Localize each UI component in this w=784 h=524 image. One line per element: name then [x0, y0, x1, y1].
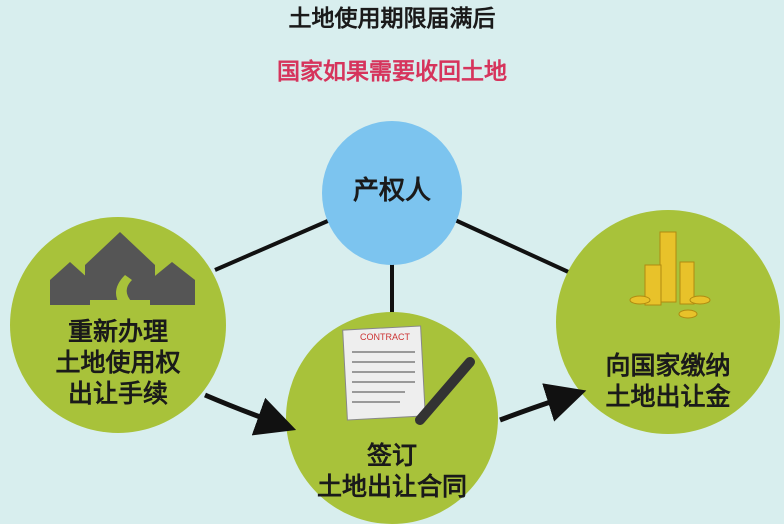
label-line: 向国家缴纳 — [605, 351, 731, 380]
label-line: 出让手续 — [67, 379, 168, 408]
label-line: 重新办理 — [67, 317, 168, 346]
step-label-left: 重新办理 土地使用权 出让手续 — [18, 316, 218, 409]
gold-coins-icon — [629, 231, 711, 319]
center-node-label: 产权人 — [352, 176, 431, 206]
label-line: 土地使用权 — [55, 348, 181, 377]
label-line: 签订 — [366, 441, 417, 470]
label-line: 土地出让合同 — [316, 472, 467, 501]
subtitle: 国家如果需要收回土地 — [277, 59, 507, 85]
center-node — [322, 121, 462, 265]
step-label-center: 签订 土地出让合同 — [282, 440, 502, 502]
label-line: 土地出让金 — [605, 382, 731, 411]
connector-left — [214, 218, 331, 272]
title: 土地使用期限届满后 — [288, 6, 496, 32]
step-node-right — [556, 210, 780, 434]
arrow-left-to-center — [204, 392, 297, 436]
step-label-right: 向国家缴纳 土地出让金 — [568, 350, 768, 412]
arrow-center-to-right — [499, 383, 587, 423]
connector-right — [454, 218, 576, 277]
contract-pen-icon: CONTRACT — [342, 325, 475, 425]
houses-icon — [50, 232, 195, 305]
contract-text: CONTRACT — [360, 332, 410, 342]
